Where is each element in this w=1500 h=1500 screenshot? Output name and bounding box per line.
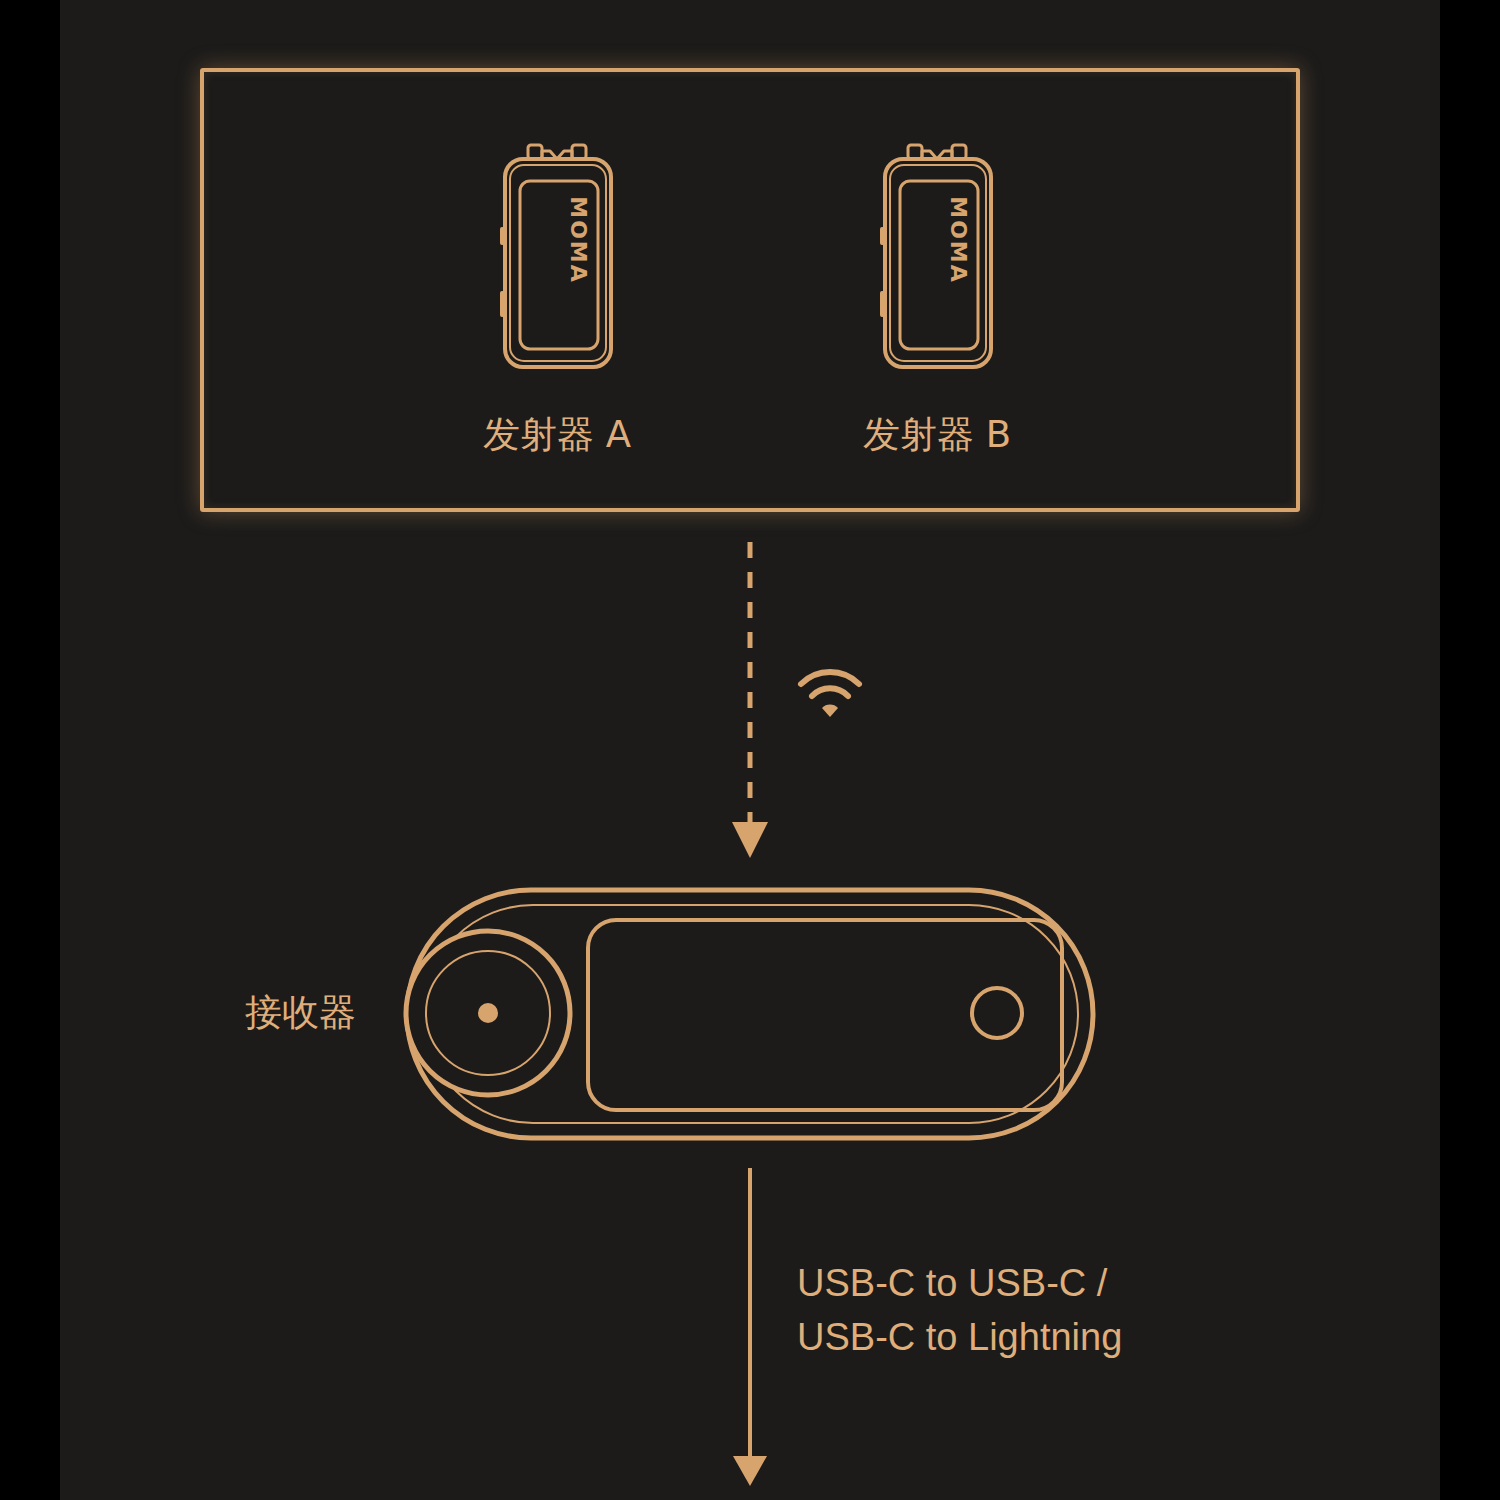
device-label: 发射器 A [483,413,631,457]
brand-mark: MOMA [947,196,969,284]
transmitter-group-box: MOMA 发射器 A MOMA 发射器 B [200,68,1300,512]
transmitter: MOMA 发射器 B [837,140,1037,470]
device-label: 发射器 B [863,413,1011,457]
cable-label: USB-C to USB-C / USB-C to Lightning [797,1256,1157,1364]
brand-mark: MOMA [567,196,589,284]
receiver: 接收器 [230,890,1100,1140]
device-label: 接收器 [245,991,356,1035]
transmitter: MOMA 发射器 A [457,140,657,470]
wireless-link-arrow [732,542,768,858]
